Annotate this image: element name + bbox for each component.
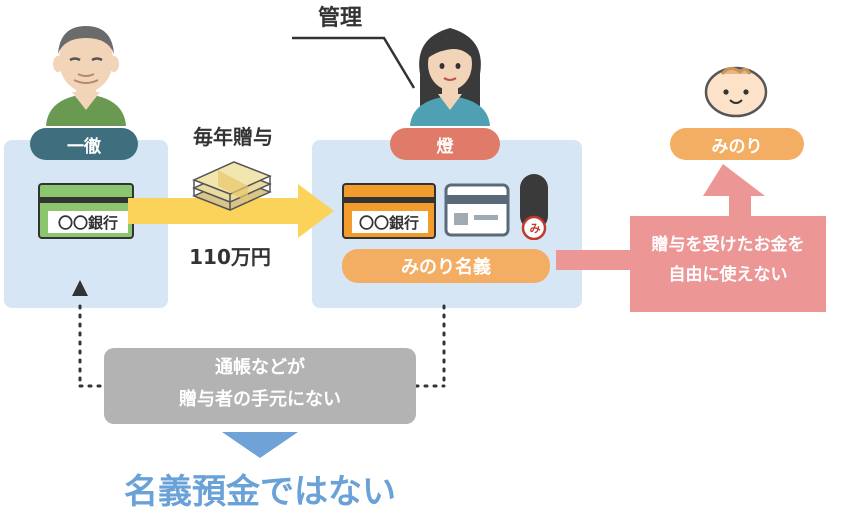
manage-pointer-line: [292, 36, 416, 89]
giver-name-pill: 一徹: [30, 128, 138, 160]
passbook-note-box: [104, 348, 416, 424]
passbook-note-line-1: 通帳などが: [215, 357, 305, 378]
cannot-use-line-2: 自由に使えない: [668, 265, 788, 285]
elderly-man-icon: [46, 26, 126, 126]
passbook-note-line-2: 贈与者の手元にない: [179, 389, 341, 410]
bankbook-icon-right: [342, 183, 436, 239]
custodian-name-pill: 燈: [390, 128, 500, 160]
passbook-note-text: 通帳などが 贈与者の手元にない: [104, 352, 416, 420]
bank-name-left: 〇〇銀行: [57, 213, 118, 232]
money-bundle-icon: [192, 161, 272, 211]
cannot-use-text: 贈与を受けたお金を 自由に使えない: [630, 230, 826, 298]
annual-gift-label: 毎年贈与: [193, 124, 273, 149]
card-icon: [444, 183, 510, 237]
account-name-pill: みのり名義: [342, 249, 550, 283]
child-name-pill: みのり: [670, 128, 804, 160]
down-arrow: [222, 432, 298, 458]
woman-icon: [410, 28, 490, 126]
seal-stamp-icon: [520, 174, 548, 240]
cannot-use-line-1: 贈与を受けたお金を: [651, 235, 805, 255]
manage-label: 管理: [317, 6, 362, 31]
bank-name-right: 〇〇銀行: [358, 213, 419, 232]
baby-icon: [704, 66, 768, 118]
conclusion-text: 名義預金ではない: [124, 471, 396, 512]
gift-arrow: [128, 184, 334, 238]
cannot-use-box: [630, 216, 826, 312]
gift-amount-label: 110万円: [189, 244, 271, 269]
seal-character: み: [529, 222, 541, 235]
cannot-use-arrow: [556, 164, 765, 270]
bankbook-icon: [38, 183, 134, 239]
